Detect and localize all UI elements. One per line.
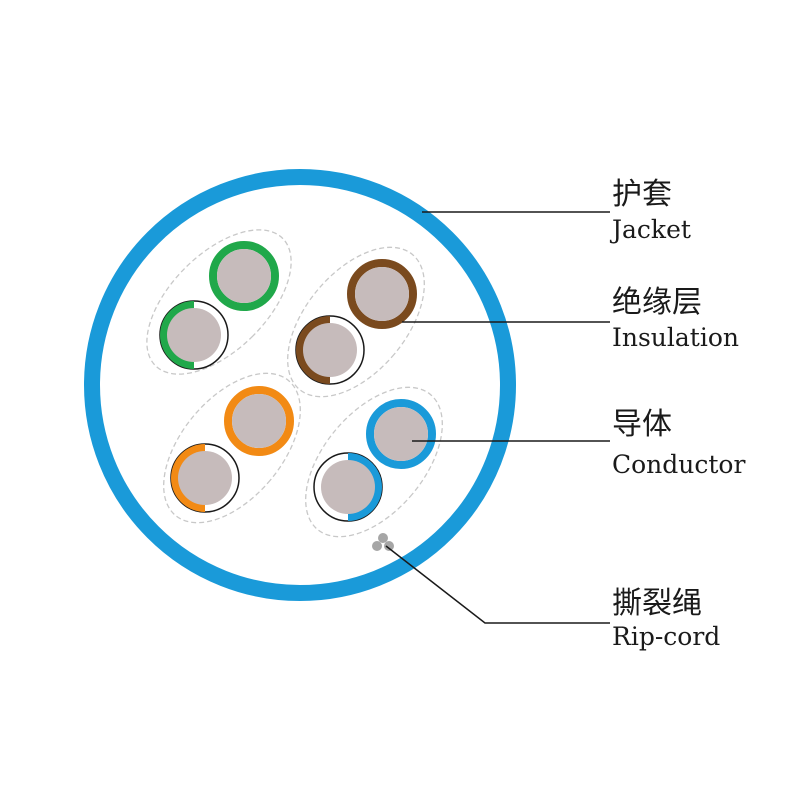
label-jacket-cn: 护套 [612,177,672,212]
conductor-brown-striped [303,323,357,377]
solid-insulation-brown [347,259,417,329]
ripcord-filament [372,541,382,551]
twisted-pair-blue [305,386,443,538]
solid-insulation-blue [366,399,436,469]
pair-outline-blue [305,386,443,538]
label-conductor-en: Conductor [612,450,745,479]
label-conductor-cn: 导体 [612,407,672,442]
conductor-green-striped [167,308,221,362]
conductor-orange-striped [178,451,232,505]
conductor-blue-solid [374,407,428,461]
label-ripcord-en: Rip-cord [612,622,720,651]
label-insulation-en: Insulation [612,323,739,352]
solid-insulation-orange [224,386,294,456]
twisted-pair-orange [163,372,301,524]
conductor-blue-striped [321,460,375,514]
twisted-pair-brown [287,246,425,398]
ripcord-filament [384,541,394,551]
ripcord-filament [378,533,388,543]
pair-outline-brown [287,246,425,398]
pair-outline-orange [163,372,301,524]
twisted-pair-green [146,229,292,375]
jacket-ring [84,169,516,601]
label-insulation-cn: 绝缘层 [612,285,702,320]
conductor-orange-solid [232,394,286,448]
label-jacket-en: Jacket [609,215,691,244]
label-ripcord-cn: 撕裂绳 [612,586,702,621]
solid-insulation-green [209,241,279,311]
ripcord-filaments [372,533,394,551]
leader-line-ripcord [385,545,610,624]
conductor-brown-solid [355,267,409,321]
pair-outline-green [146,229,292,375]
conductor-green-solid [217,249,271,303]
